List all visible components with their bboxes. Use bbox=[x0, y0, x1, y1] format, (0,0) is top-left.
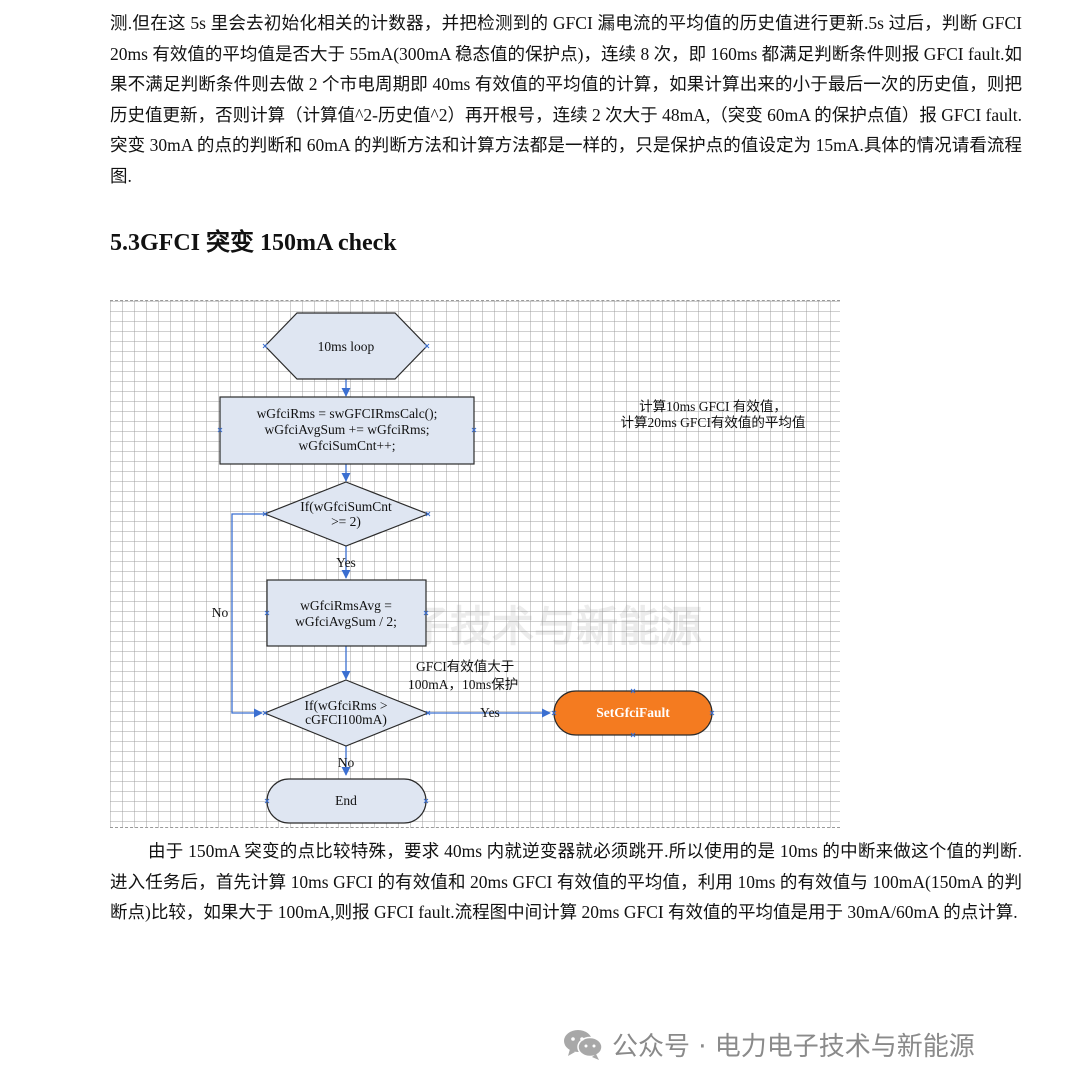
avg-line-1: wGfciRmsAvg = bbox=[300, 598, 392, 613]
note-2-line-1: GFCI有效值大于 bbox=[416, 659, 514, 674]
end-label: End bbox=[335, 793, 357, 808]
flowchart-figure: 电力电子技术与新能源 10ms loop wGfciRms = swGFCIRm… bbox=[110, 300, 840, 828]
yes-label-2: Yes bbox=[480, 705, 500, 720]
connectors bbox=[231, 379, 551, 776]
avg-line-2: wGfciAvgSum / 2; bbox=[295, 614, 397, 629]
yes-label-1: Yes bbox=[336, 555, 356, 570]
decision-1-line-2: >= 2) bbox=[331, 514, 361, 529]
fault-label: SetGfciFault bbox=[596, 705, 670, 720]
paragraph-intro: 测.但在这 5s 里会去初始化相关的计数器，并把检测到的 GFCI 漏电流的平均… bbox=[110, 13, 1022, 186]
avg-box bbox=[266, 579, 427, 647]
no-label-1: No bbox=[212, 605, 229, 620]
note-2-line-2: 100mA，10ms保护 bbox=[408, 677, 518, 692]
decision-2-line-1: If(wGfciRms > bbox=[305, 698, 388, 713]
decision-sumcnt bbox=[263, 481, 430, 547]
decision-rms bbox=[263, 679, 430, 747]
note-1-line-1: 计算10ms GFCI 有效值， bbox=[639, 399, 787, 414]
footer-text: 公众号 · 电力电子技术与新能源 bbox=[612, 1031, 975, 1062]
section-heading: 5.3GFCI 突变 150mA check bbox=[110, 230, 397, 256]
selection-handles bbox=[217, 343, 715, 804]
note-1-line-2: 计算20ms GFCI有效值的平均值 bbox=[621, 415, 806, 430]
calc-line-3: wGfciSumCnt++; bbox=[299, 438, 396, 453]
decision-1-line-1: If(wGfciSumCnt bbox=[300, 499, 392, 514]
decision-2-line-2: cGFCI100mA) bbox=[305, 712, 387, 727]
calc-line-1: wGfciRms = swGFCIRmsCalc(); bbox=[257, 406, 438, 421]
flowchart-svg: 电力电子技术与新能源 10ms loop wGfciRms = swGFCIRm… bbox=[212, 312, 806, 824]
paragraph-explanation: 由于 150mA 突变的点比较特殊，要求 40ms 内就逆变器就必须跳开.所以使… bbox=[110, 841, 1022, 923]
start-label: 10ms loop bbox=[318, 339, 375, 354]
no-label-2: No bbox=[338, 755, 355, 770]
wechat-icon bbox=[562, 1027, 604, 1061]
footer-account: 公众号 · 电力电子技术与新能源 bbox=[562, 1024, 975, 1064]
calc-box bbox=[219, 396, 475, 465]
calc-line-2: wGfciAvgSum += wGfciRms; bbox=[265, 422, 430, 437]
